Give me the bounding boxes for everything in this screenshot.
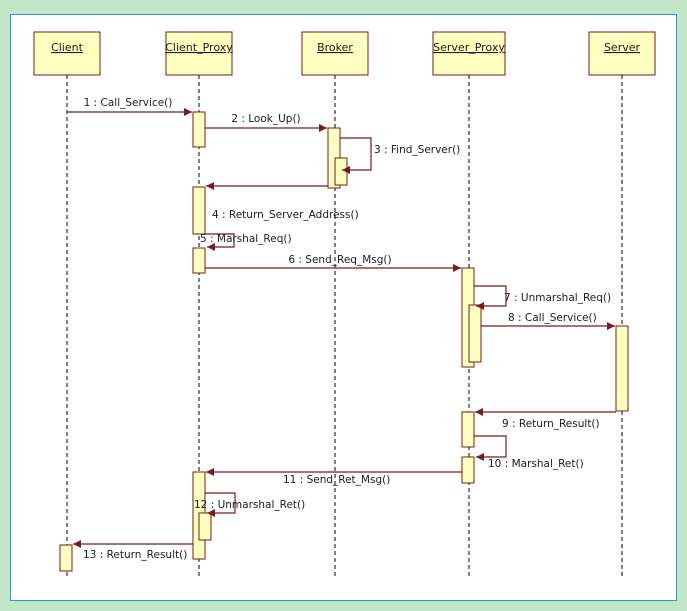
message-5: 5 : Marshal_Req() bbox=[200, 233, 292, 251]
participant-box bbox=[165, 31, 233, 76]
self-message-arrow bbox=[205, 492, 236, 517]
message-label: 6 : Send_Req_Msg() bbox=[288, 254, 391, 266]
self-message-arrow bbox=[474, 285, 507, 310]
participant-box bbox=[588, 31, 656, 76]
message-label: 12 : Unmarshal_Ret() bbox=[194, 499, 305, 511]
message-7: 7 : Unmarshal_Req() bbox=[474, 285, 611, 310]
participant-box bbox=[33, 31, 101, 76]
message-8: 8 : Call_Service() bbox=[481, 312, 615, 330]
participant-name: Broker bbox=[317, 41, 353, 54]
activation-bar bbox=[461, 411, 475, 448]
message-label: 13 : Return_Result() bbox=[83, 549, 187, 561]
message-2: 2 : Look_Up() bbox=[205, 113, 327, 132]
participant-server[interactable]: Server bbox=[588, 31, 656, 76]
message-13: 13 : Return_Result() bbox=[73, 540, 193, 561]
message-10: 10 : Marshal_Ret() bbox=[474, 435, 584, 470]
self-message-arrow bbox=[205, 233, 235, 251]
participant-client[interactable]: Client bbox=[33, 31, 101, 76]
message-label: 5 : Marshal_Req() bbox=[200, 233, 292, 245]
activation-bar bbox=[192, 111, 206, 148]
participant-server_proxy[interactable]: Server_Proxy bbox=[432, 31, 506, 76]
self-message-arrow bbox=[474, 435, 507, 461]
participant-box bbox=[301, 31, 369, 76]
message-3: 3 : Find_Server() bbox=[340, 137, 460, 174]
message-12: 12 : Unmarshal_Ret() bbox=[194, 492, 305, 517]
message-label: 8 : Call_Service() bbox=[508, 312, 597, 324]
activation-bar bbox=[59, 544, 73, 572]
message-label: 2 : Look_Up() bbox=[231, 113, 300, 125]
activation-bar bbox=[198, 512, 212, 541]
message-label: 3 : Find_Server() bbox=[374, 144, 460, 156]
participant-client_proxy[interactable]: Client_Proxy bbox=[165, 31, 233, 76]
participant-name: Client_Proxy bbox=[165, 41, 233, 54]
self-message-arrow bbox=[340, 137, 372, 174]
participant-name: Server bbox=[604, 41, 641, 54]
participant-name: Client bbox=[51, 41, 84, 54]
activation-bar bbox=[192, 247, 206, 274]
message-1: 1 : Call_Service() bbox=[67, 97, 192, 116]
participant-box bbox=[432, 31, 506, 76]
message-label: 10 : Marshal_Ret() bbox=[488, 458, 584, 470]
message-6: 6 : Send_Req_Msg() bbox=[205, 254, 461, 272]
message-label: 4 : Return_Server_Address() bbox=[212, 209, 359, 221]
activation-bar bbox=[192, 186, 206, 235]
participant-broker[interactable]: Broker bbox=[301, 31, 369, 76]
message-label: 7 : Unmarshal_Req() bbox=[504, 292, 611, 304]
activation-bar bbox=[468, 304, 482, 363]
message-label: 1 : Call_Service() bbox=[84, 97, 173, 109]
activation-bar bbox=[334, 157, 348, 186]
message-11: 11 : Send_Ret_Msg() bbox=[206, 468, 462, 486]
message-9: 9 : Return_Result() bbox=[475, 408, 616, 430]
activation-bar bbox=[615, 325, 629, 412]
participant-name: Server_Proxy bbox=[433, 41, 505, 54]
activation-bar bbox=[461, 456, 475, 484]
message-label: 9 : Return_Result() bbox=[502, 418, 600, 430]
message-4: 4 : Return_Server_Address() bbox=[206, 182, 359, 221]
message-label: 11 : Send_Ret_Msg() bbox=[283, 474, 390, 486]
